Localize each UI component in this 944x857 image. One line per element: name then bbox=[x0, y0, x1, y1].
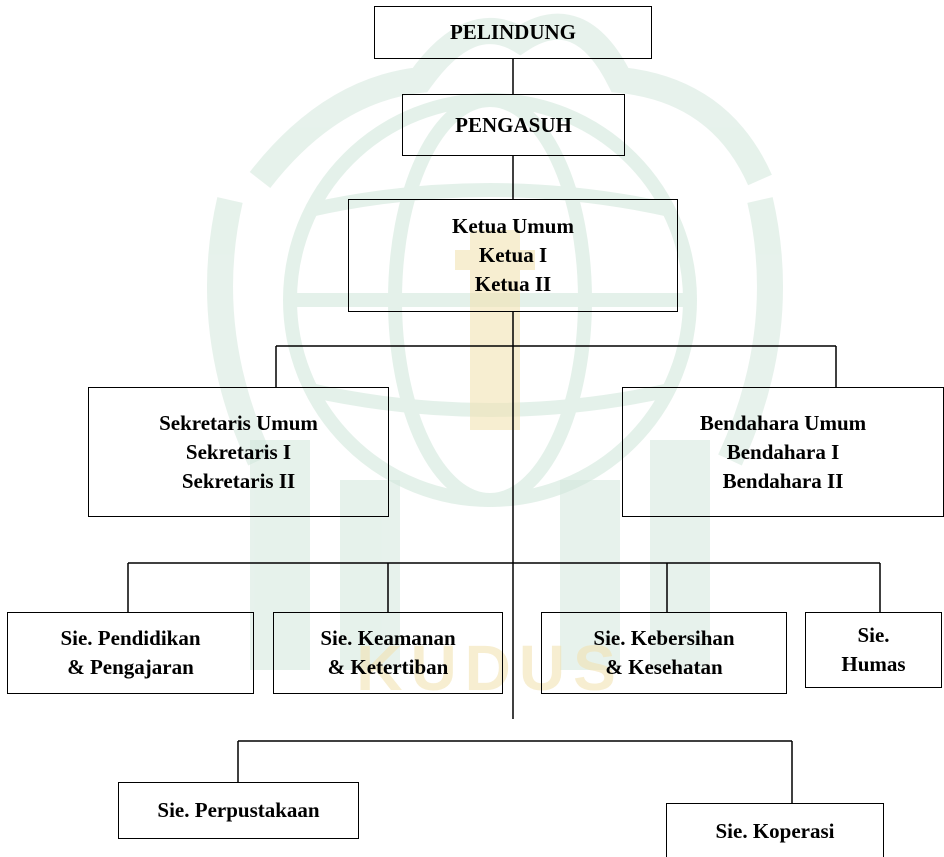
box-sie-koperasi: Sie. Koperasi bbox=[666, 803, 884, 857]
box-bendahara-line-1: Bendahara Umum bbox=[699, 410, 867, 435]
box-sekretaris-line-2: Sekretaris I bbox=[185, 439, 292, 464]
box-sie-keamanan: Sie. Keamanan & Ketertiban bbox=[273, 612, 503, 694]
box-pelindung: PELINDUNG bbox=[374, 6, 652, 59]
box-bendahara-line-2: Bendahara I bbox=[726, 439, 840, 464]
box-ketua-line-3: Ketua II bbox=[474, 272, 552, 296]
box-sie-keamanan-line-1: Sie. Keamanan bbox=[320, 626, 456, 650]
box-sie-kebersihan-line-2: & Kesehatan bbox=[605, 655, 723, 679]
box-sie-humas-line-2: Humas bbox=[841, 652, 906, 676]
box-pengasuh: PENGASUH bbox=[402, 94, 625, 156]
box-sie-perpustakaan-line-1: Sie. Perpustakaan bbox=[157, 798, 320, 822]
box-sie-pendidikan-line-2: & Pengajaran bbox=[67, 655, 194, 679]
box-ketua-line-1: Ketua Umum bbox=[452, 214, 574, 238]
box-bendahara-line-3: Bendahara II bbox=[722, 468, 844, 493]
box-sekretaris: Sekretaris Umum Sekretaris I Sekretaris … bbox=[88, 387, 389, 517]
box-sie-koperasi-line-1: Sie. Koperasi bbox=[715, 818, 835, 843]
box-sie-humas: Sie. Humas bbox=[805, 612, 942, 688]
box-ketua: Ketua Umum Ketua I Ketua II bbox=[348, 199, 678, 312]
box-ketua-line-2: Ketua I bbox=[478, 243, 548, 267]
box-sie-perpustakaan: Sie. Perpustakaan bbox=[118, 782, 359, 839]
box-sie-keamanan-line-2: & Ketertiban bbox=[327, 655, 449, 679]
box-sie-humas-line-1: Sie. bbox=[857, 623, 890, 647]
box-sekretaris-line-3: Sekretaris II bbox=[181, 468, 296, 493]
box-bendahara: Bendahara Umum Bendahara I Bendahara II bbox=[622, 387, 944, 517]
box-sie-kebersihan-line-1: Sie. Kebersihan bbox=[593, 626, 735, 650]
box-pengasuh-line-1: PENGASUH bbox=[455, 112, 572, 137]
box-sie-kebersihan: Sie. Kebersihan & Kesehatan bbox=[541, 612, 787, 694]
box-pelindung-line-1: PELINDUNG bbox=[449, 20, 576, 44]
box-sie-pendidikan: Sie. Pendidikan & Pengajaran bbox=[7, 612, 254, 694]
box-sie-pendidikan-line-1: Sie. Pendidikan bbox=[60, 626, 201, 650]
box-sekretaris-line-1: Sekretaris Umum bbox=[159, 410, 318, 435]
